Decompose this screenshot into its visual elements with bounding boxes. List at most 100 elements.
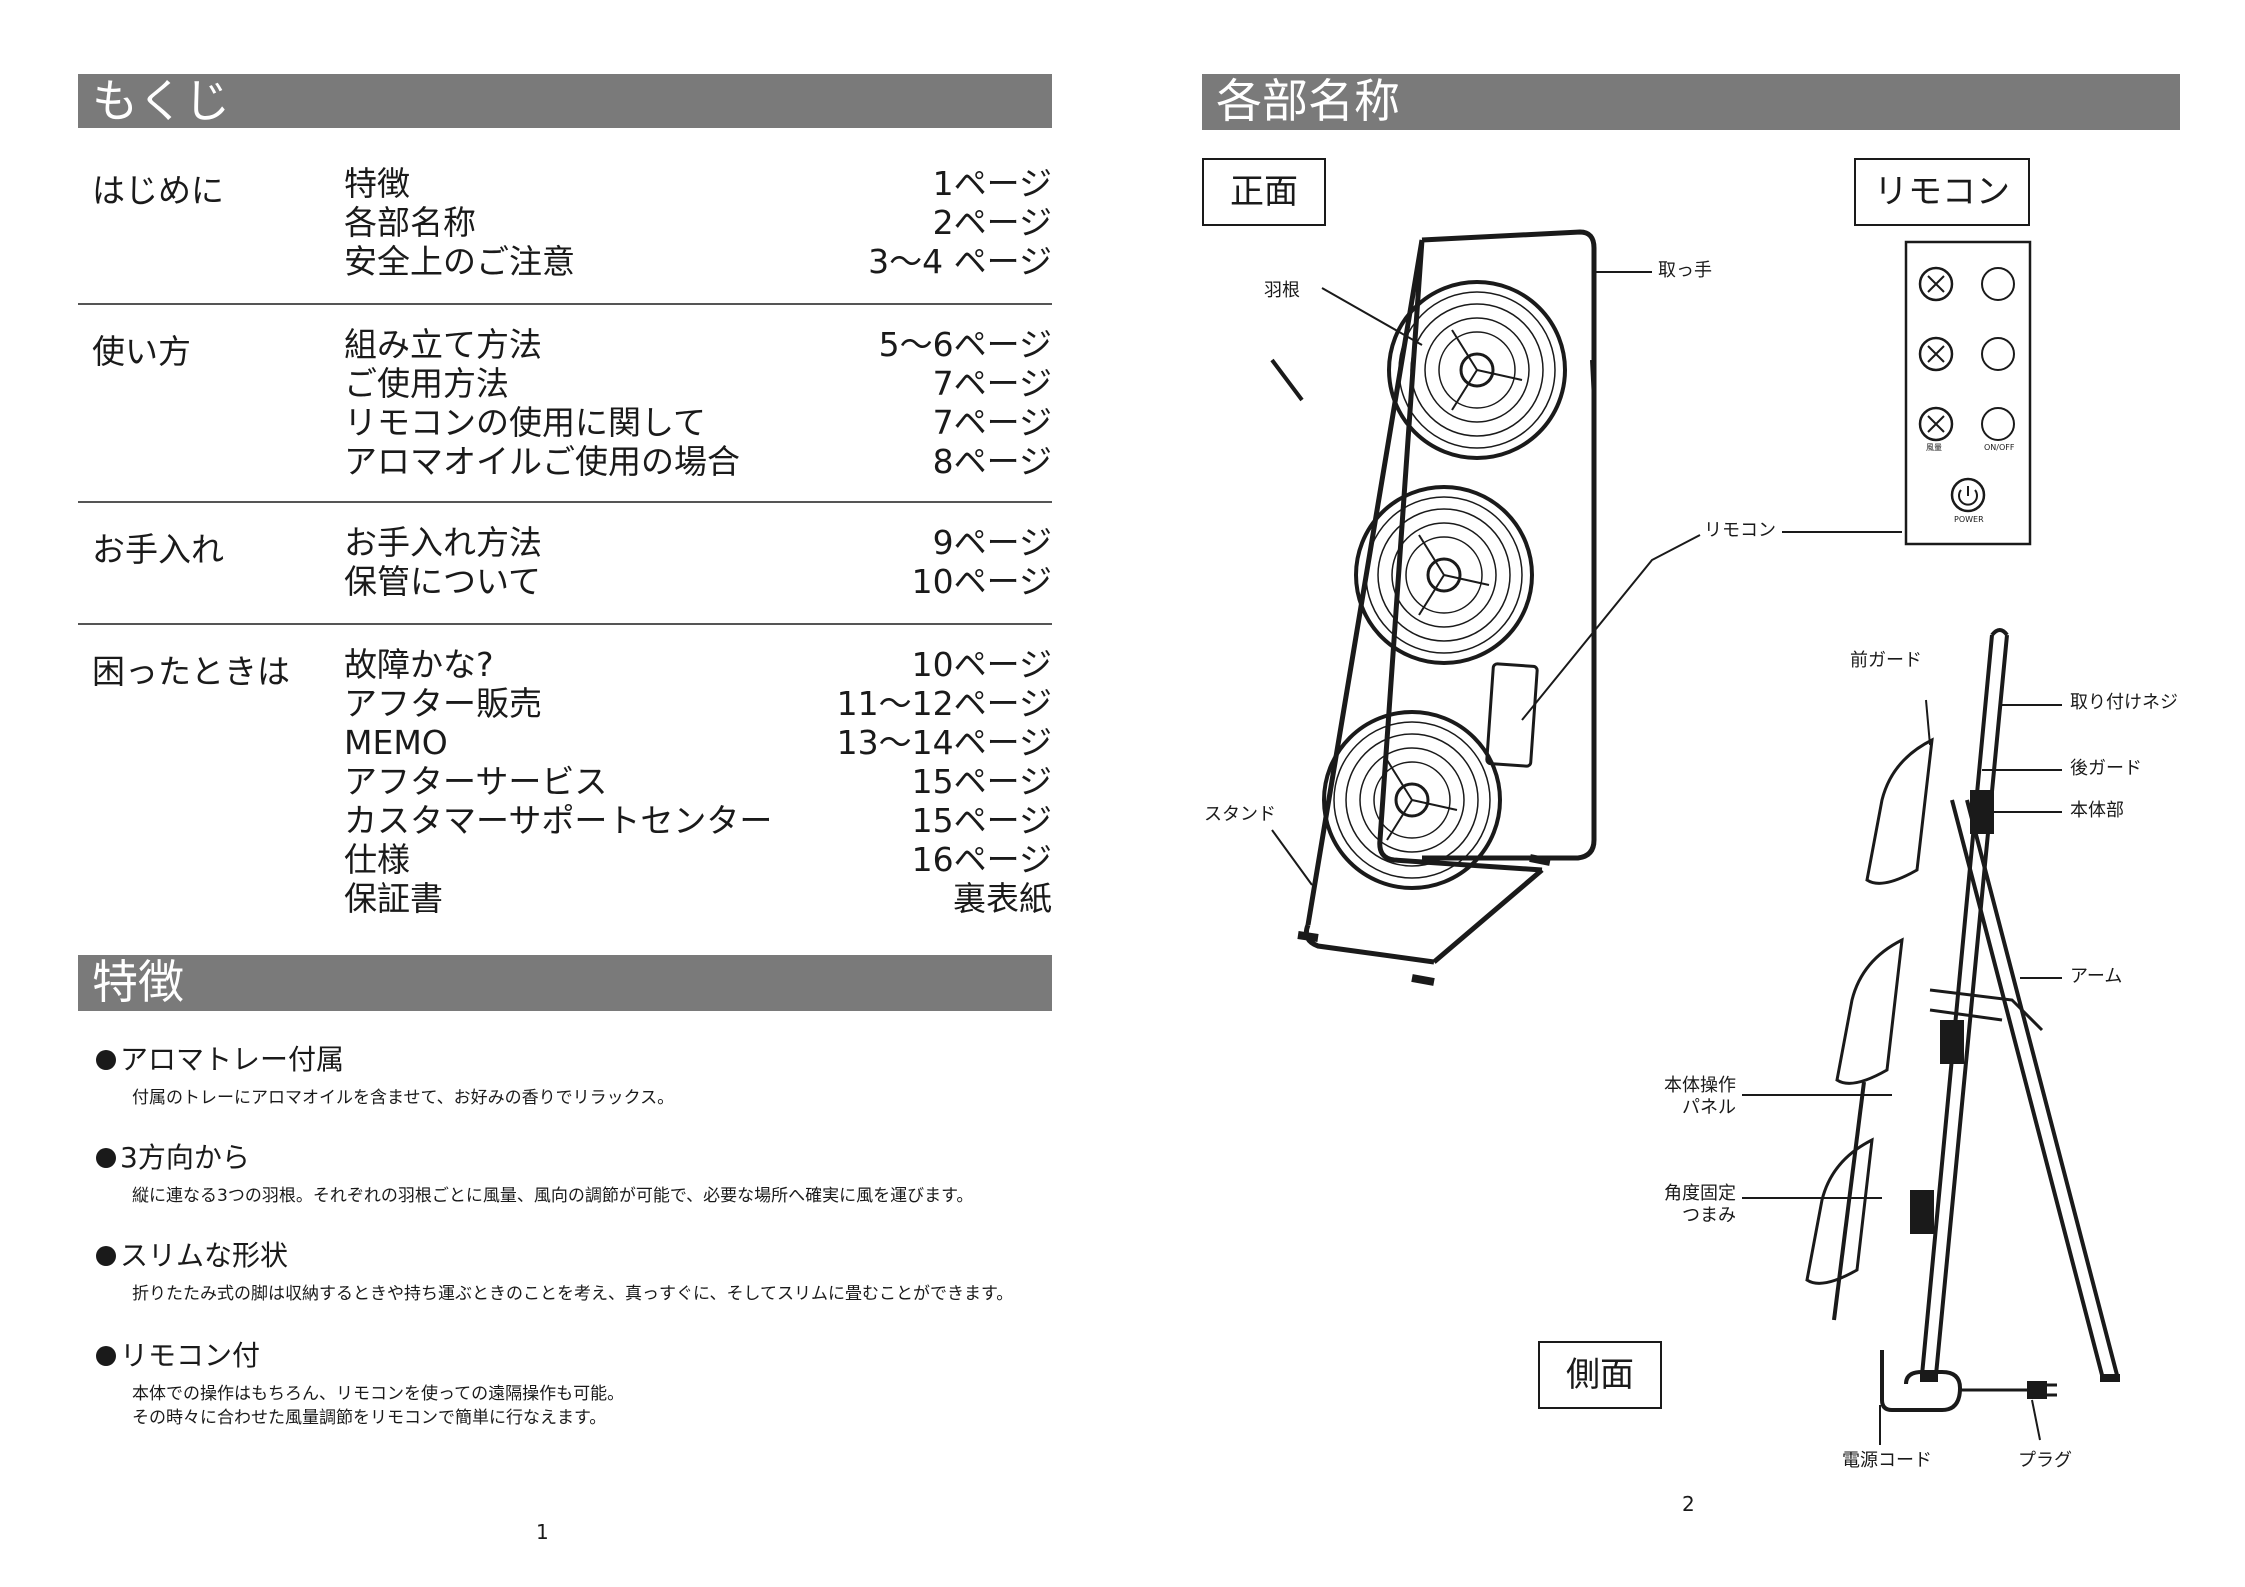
toc-item-page: 9ページ bbox=[932, 523, 1052, 562]
toc-group-care: お手入れ お手入れ方法 9ページ 保管について 10ページ bbox=[78, 523, 1052, 613]
toc-title: もくじ bbox=[92, 74, 230, 128]
onoff-button-icon bbox=[1981, 407, 2015, 441]
parts-diagram bbox=[1270, 229, 2120, 1445]
toc-item-title: カスタマーサポートセンター bbox=[344, 801, 773, 840]
toc-category: はじめに bbox=[92, 171, 224, 210]
swing-icon bbox=[1918, 336, 1954, 372]
features-title: 特徴 bbox=[92, 955, 184, 1009]
fan-unit-bottom bbox=[1322, 710, 1502, 890]
bullet-icon bbox=[96, 1050, 116, 1070]
leader-blade bbox=[1321, 287, 1423, 346]
feature-item: リモコン付 本体での操作はもちろん、リモコンを使っての遠隔操作も可能。 その時々… bbox=[96, 1338, 1056, 1430]
toc-item-page: 10ページ bbox=[911, 645, 1052, 684]
callout-body: 本体部 bbox=[2070, 800, 2124, 821]
feature-item: アロマトレー付属 付属のトレーにアロマオイルを含ませて、お好みの香りでリラックス… bbox=[96, 1042, 1056, 1110]
toc-item-title: 故障かな? bbox=[344, 645, 494, 684]
toc-category: 困ったときは bbox=[92, 652, 290, 691]
feature-heading-text: リモコン付 bbox=[120, 1339, 261, 1372]
toc-item-title: お手入れ方法 bbox=[344, 523, 542, 562]
callout-power-cord: 電源コード bbox=[1842, 1450, 1932, 1471]
page-number: 2 bbox=[1682, 1492, 1695, 1516]
toc-item-page: 2ページ bbox=[932, 203, 1052, 242]
remote-view-label: リモコン bbox=[1854, 158, 2030, 226]
toc-item-page: 8ページ bbox=[932, 442, 1052, 481]
toc-row[interactable]: 特徴 1ページ bbox=[344, 164, 1052, 203]
toc-item-title: 保管について bbox=[344, 562, 542, 601]
toc-row[interactable]: 組み立て方法 5〜6ページ bbox=[344, 325, 1052, 364]
feature-heading-text: スリムな形状 bbox=[120, 1239, 289, 1272]
toc-item-title: 組み立て方法 bbox=[344, 325, 542, 364]
toc-item-page: 13〜14ページ bbox=[836, 723, 1052, 762]
toc-item-title: ご使用方法 bbox=[344, 364, 509, 403]
callout-handle: 取っ手 bbox=[1658, 260, 1712, 281]
front-view-label: 正面 bbox=[1202, 158, 1326, 226]
speed-button-icon bbox=[1918, 406, 1954, 442]
feature-heading: スリムな形状 bbox=[96, 1238, 1056, 1274]
toc-row[interactable]: 保証書裏表紙 bbox=[344, 879, 1052, 918]
remote-power-label: POWER bbox=[1954, 515, 1984, 524]
toc-row[interactable]: リモコンの使用に関して 7ページ bbox=[344, 403, 1052, 442]
leader-front-guard bbox=[1925, 699, 1931, 746]
feature-item: スリムな形状 折りたたみ式の脚は収納するときや持ち運ぶときのことを考え、真っすぐ… bbox=[96, 1238, 1056, 1306]
front-fan-illustration bbox=[1270, 229, 1597, 986]
toc-item-title: 特徴 bbox=[344, 164, 410, 203]
feature-description: 本体での操作はもちろん、リモコンを使っての遠隔操作も可能。 その時々に合わせた風… bbox=[132, 1384, 625, 1428]
timer-icon bbox=[1981, 267, 2015, 301]
mode-icon bbox=[1981, 337, 2015, 371]
feature-description: 折りたたみ式の脚は収納するときや持ち運ぶときのことを考え、真っすぐに、そしてスリ… bbox=[132, 1284, 1014, 1304]
toc-item-title: リモコンの使用に関して bbox=[344, 403, 707, 442]
toc-item-page: 裏表紙 bbox=[953, 879, 1052, 918]
toc-items: お手入れ方法 9ページ 保管について 10ページ bbox=[344, 523, 1052, 601]
parts-header: 各部名称 bbox=[1202, 74, 2180, 130]
feature-heading: 3方向から bbox=[96, 1140, 1056, 1176]
callout-remote: リモコン bbox=[1704, 520, 1776, 541]
feature-item: 3方向から 縦に連なる3つの羽根。それぞれの羽根ごとに風量、風向の調節が可能で、… bbox=[96, 1140, 1056, 1208]
remote-illustration bbox=[1904, 240, 2032, 546]
bullet-icon bbox=[96, 1346, 116, 1366]
remote-speed-label: 風量 bbox=[1926, 443, 1942, 452]
parts-title: 各部名称 bbox=[1216, 74, 1400, 128]
toc-item-page: 10ページ bbox=[911, 562, 1052, 601]
toc-category: お手入れ bbox=[92, 530, 224, 569]
toc-item-page: 1ページ bbox=[932, 164, 1052, 203]
toc-row[interactable]: MEMO 13〜14ページ bbox=[344, 723, 1052, 762]
callout-blade: 羽根 bbox=[1264, 280, 1300, 301]
leader-plug bbox=[2031, 1399, 2041, 1441]
callout-control-panel: 本体操作 パネル bbox=[1664, 1075, 1736, 1118]
callout-rear-guard: 後ガード bbox=[2070, 758, 2142, 779]
toc-divider bbox=[78, 303, 1052, 305]
remote-onoff-label: ON/OFF bbox=[1984, 443, 2015, 452]
fan-unit-middle bbox=[1354, 485, 1534, 665]
feature-description: 縦に連なる3つの羽根。それぞれの羽根ごとに風量、風向の調節が可能で、必要な場所へ… bbox=[132, 1186, 974, 1206]
feature-heading-text: アロマトレー付属 bbox=[120, 1043, 345, 1076]
callout-arm: アーム bbox=[2070, 966, 2123, 987]
toc-item-page: 5〜6ページ bbox=[878, 325, 1052, 364]
toc-item-title: アフター販売 bbox=[344, 684, 542, 723]
power-icon bbox=[1950, 477, 1986, 513]
right-page: 各部名称 正面 リモコン 側面 bbox=[1122, 0, 2245, 1587]
toc-row[interactable]: 保管について 10ページ bbox=[344, 562, 1052, 601]
toc-category: 使い方 bbox=[92, 332, 191, 371]
toc-item-title: MEMO bbox=[344, 723, 448, 762]
toc-item-page: 7ページ bbox=[932, 403, 1052, 442]
callout-stand: スタンド bbox=[1204, 804, 1276, 825]
feature-heading: アロマトレー付属 bbox=[96, 1042, 1056, 1078]
toc-divider bbox=[78, 501, 1052, 503]
toc-row[interactable]: 故障かな? 10ページ bbox=[344, 645, 1052, 684]
toc-row[interactable]: お手入れ方法 9ページ bbox=[344, 523, 1052, 562]
